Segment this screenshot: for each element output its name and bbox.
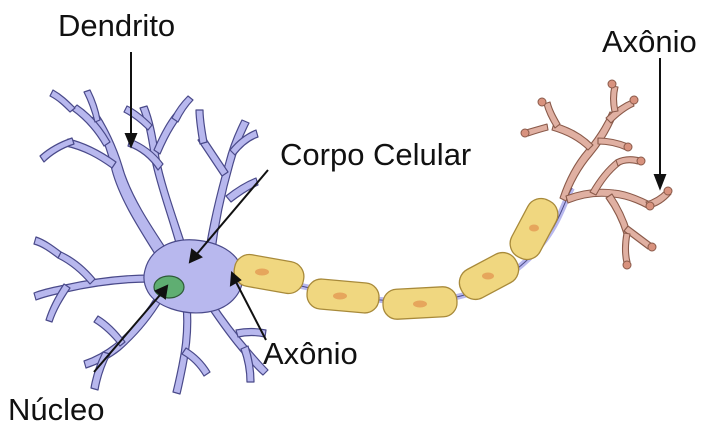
label-lines: [94, 52, 665, 372]
label-nucleo: Núcleo: [8, 392, 105, 427]
label-dendrito: Dendrito: [58, 8, 175, 43]
label-axonio-middle: Axônio: [263, 336, 358, 371]
label-corpo-celular: Corpo Celular: [280, 137, 471, 172]
corpo-celular-line: [196, 170, 268, 255]
axonio-terminal-arrowhead: [655, 175, 665, 188]
label-axonio-terminal: Axônio: [602, 24, 697, 59]
nucleus: [154, 276, 184, 298]
nucleo-line: [94, 295, 160, 372]
myelin-sheath: [232, 193, 563, 320]
myelin-segment: [232, 252, 306, 296]
dendrites: [34, 90, 268, 394]
